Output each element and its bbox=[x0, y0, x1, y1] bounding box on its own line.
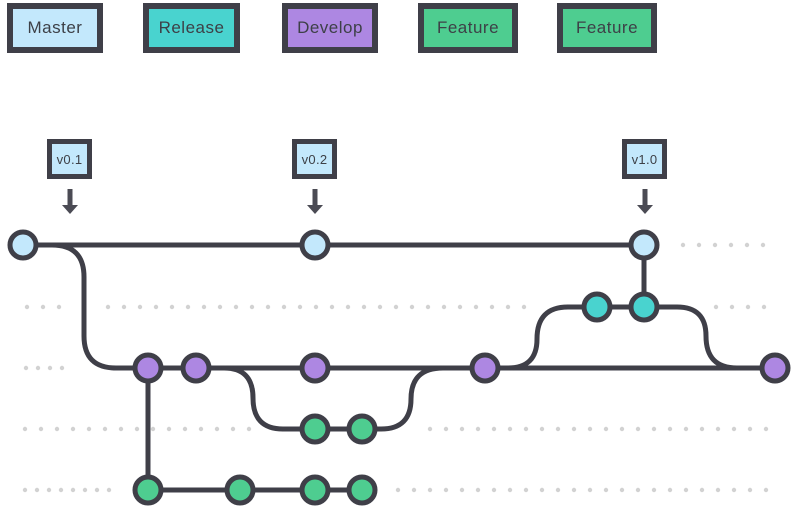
commit-node-feature bbox=[299, 413, 331, 445]
dotted-line-develop bbox=[23, 365, 65, 371]
commit-node-feature bbox=[224, 474, 256, 506]
edge-branch-develop-to-feature1 bbox=[221, 365, 286, 432]
commit-node-develop bbox=[180, 352, 212, 384]
commit-node-feature bbox=[132, 474, 164, 506]
down-arrow-icon bbox=[62, 189, 78, 214]
dotted-line-release bbox=[105, 304, 527, 310]
commit-node-develop bbox=[469, 352, 501, 384]
dotted-line-master bbox=[680, 242, 766, 248]
commit-node-release bbox=[581, 291, 613, 323]
commit-node-feature bbox=[346, 413, 378, 445]
dotted-line-feature-2 bbox=[22, 487, 112, 493]
commit-node-master bbox=[299, 229, 331, 261]
commit-node-develop bbox=[299, 352, 331, 384]
dotted-line-release bbox=[24, 304, 62, 310]
commit-node-develop bbox=[132, 352, 164, 384]
commit-node-develop bbox=[759, 352, 791, 384]
dotted-line-feature-1 bbox=[22, 426, 252, 432]
dotted-line-feature-1 bbox=[427, 426, 769, 432]
commit-node-master bbox=[7, 229, 39, 261]
commit-node-feature bbox=[299, 474, 331, 506]
edge-branch-master-to-develop bbox=[25, 242, 119, 371]
dotted-line-release bbox=[713, 304, 767, 310]
down-arrow-icon bbox=[637, 189, 653, 214]
edge-merge-release-to-develop bbox=[641, 304, 740, 371]
edge-merge-feature1-to-develop bbox=[359, 365, 446, 432]
edge-branch-develop-to-release bbox=[505, 304, 571, 371]
commit-node-release bbox=[628, 291, 660, 323]
commit-node-master bbox=[628, 229, 660, 261]
dotted-line-feature-2 bbox=[395, 487, 769, 493]
down-arrow-icon bbox=[307, 189, 323, 214]
commit-node-feature bbox=[346, 474, 378, 506]
